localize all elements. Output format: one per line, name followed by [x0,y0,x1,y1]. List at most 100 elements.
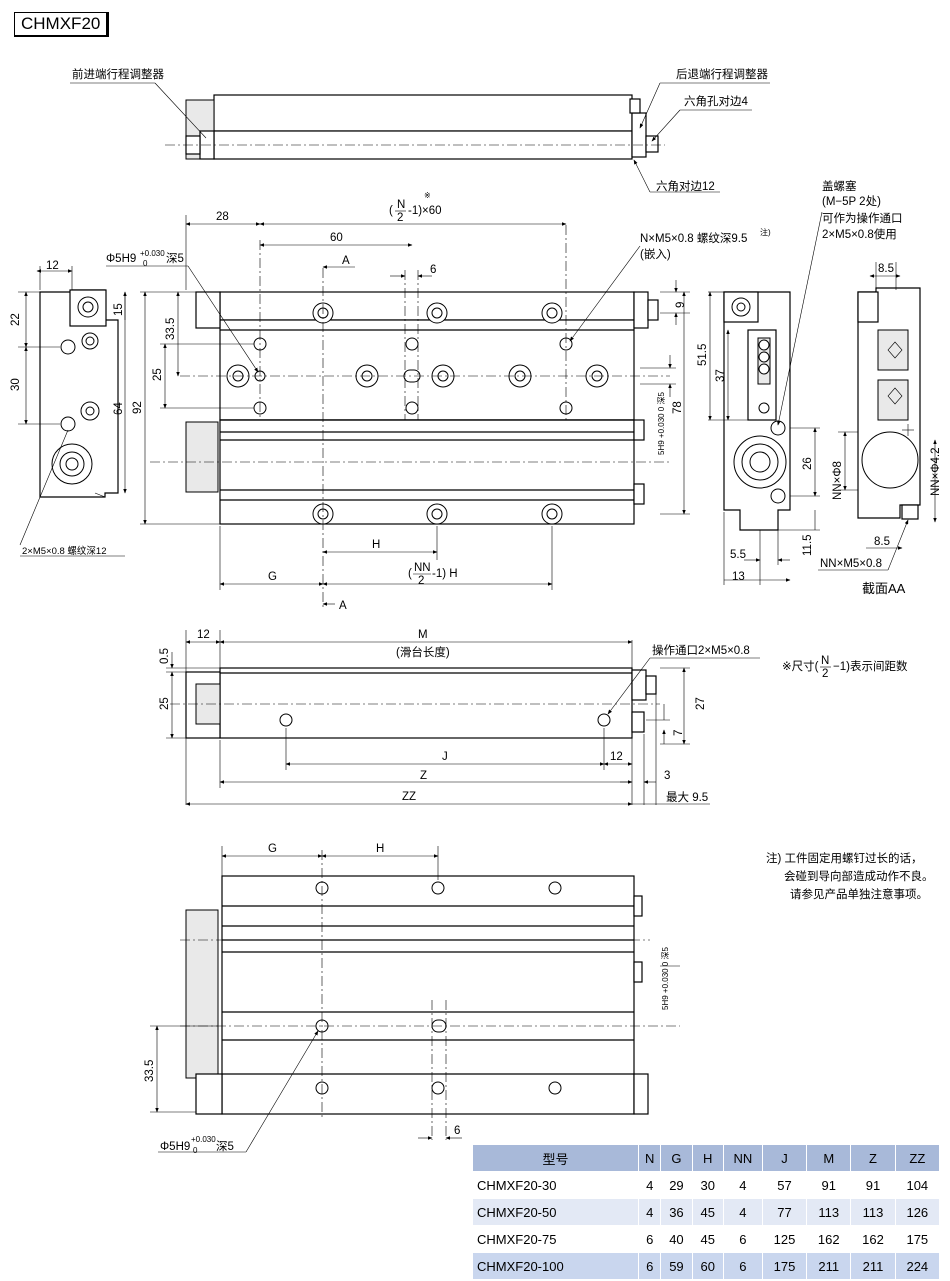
section-aa-label: 截面AA [862,581,906,596]
cell: 6 [638,1252,662,1280]
dim-8-5-bottom: 8.5 [874,536,890,548]
cell: 57 [761,1171,808,1199]
side-dim-12: 12 [197,629,210,641]
dim-9: 9 [675,302,687,308]
cell: 77 [761,1198,808,1226]
port-note: 操作通口2×M5×0.8 [652,643,750,657]
dim-25: 25 [152,368,164,381]
cell: 6 [638,1225,662,1253]
col-H: H [691,1144,724,1172]
nn-close: -1) H [432,568,458,580]
cell: 6 [722,1252,763,1280]
thread-note-a: N×M5×0.8 螺纹深9.5 [640,231,747,245]
cell: 4 [722,1198,763,1226]
lower-vert-hole: 5H9 +0.030 0 深5 [661,947,670,1010]
col-J: J [761,1144,808,1172]
cell: 30 [691,1171,724,1199]
dim-37: 37 [715,369,727,382]
lower-dim-6: 6 [454,1125,460,1137]
hex-nut-label: 六角对边12 [656,179,715,193]
n-pitch-den: 2 [397,212,403,224]
nn-m5-note: NN×M5×0.8 [820,558,882,570]
nn-phi-4-2: NN×Φ4.2 [930,448,942,497]
side-dim-25: 25 [159,697,171,710]
dim-22: 22 [10,313,22,326]
right-end-view: 51.5 37 26 11.5 5.5 13 盖螺塞 (M−5P 2处) 可作为… [697,179,903,585]
cell: 4 [638,1171,662,1199]
drawing-title: CHMXF20 [14,12,110,37]
top-view: 前进端行程调整器 后退端行程调整器 六角孔对边4 六角对边12 [70,67,770,193]
thread-note-sup: 注) [760,227,771,237]
dim-26: 26 [802,457,814,470]
cell: 91 [806,1171,852,1199]
dim-0-5: 0.5 [159,648,171,664]
hole-note-a: Φ5H9 [106,253,136,265]
col-model: 型号 [471,1144,640,1172]
lower-dim-33-5: 33.5 [144,1060,156,1082]
note-mark: ※ [424,191,431,200]
dim-12-left: 12 [46,260,59,272]
side-thread-note: 2×M5×0.8 螺纹深12 [22,545,107,557]
dim-J: J [442,751,448,763]
dim-8-5-top: 8.5 [878,263,894,275]
cell: 175 [894,1225,941,1253]
dim-30: 30 [10,378,22,391]
n-pitch-close: -1)×60 [408,205,442,217]
cell: 4 [722,1171,763,1199]
dim-27: 27 [695,697,707,710]
cell: 45 [691,1225,724,1253]
dim-92: 92 [132,401,144,414]
cell: 224 [894,1252,941,1280]
footnote-a: ※尺寸( [782,659,819,673]
cell: CHMXF20-50 [471,1198,640,1226]
col-Z: Z [850,1144,896,1172]
nn-open: ( [408,568,412,580]
lower-dim-G: G [268,843,277,855]
cell: 60 [691,1252,724,1280]
table-row: CHMXF20-50 4 36 45 4 77 113 113 126 [471,1198,941,1226]
n-pitch-num: N [397,199,405,211]
thread-note-b: (嵌入) [640,248,671,261]
n-pitch-open: ( [389,205,393,217]
cell: CHMXF20-75 [471,1225,640,1253]
cell: 175 [761,1252,808,1280]
dim-H-main: H [372,539,380,551]
cell: 29 [660,1171,693,1199]
nn-num: NN [414,562,431,574]
plug-note-3: 可作为操作通口 [822,211,903,225]
dim-7: 7 [673,730,685,736]
left-end-view: 12 22 30 64 15 2×M5×0.8 螺纹深12 [10,260,127,557]
dim-3: 3 [664,770,670,782]
cell: 59 [660,1252,693,1280]
hole-note-b: 深5 [166,251,184,265]
cell: 6 [722,1225,763,1253]
cell: CHMXF20-30 [471,1171,640,1199]
dim-5-5: 5.5 [730,549,746,561]
dim-Z: Z [420,770,427,782]
col-G: G [660,1144,693,1172]
nn-phi-8: NN×Φ8 [832,461,844,500]
section-a-bottom: A [339,600,347,612]
cell: 125 [761,1225,808,1253]
cell: 211 [850,1252,896,1280]
hole-note-tol-up: +0.030 [140,249,165,258]
dim-28: 28 [216,211,229,223]
vert-hole-note: 5H9 +0.030 0 深5 [657,392,666,455]
cell: 113 [850,1198,896,1226]
hole-note-tol-dn: 0 [143,259,148,268]
dim-13: 13 [732,571,745,583]
side-view: 12 M (滑台长度) 0.5 25 操作通口2×M5×0.8 27 7 J 1… [159,629,908,806]
dim-78: 78 [672,401,684,414]
col-NN: NN [722,1144,763,1172]
table-row: CHMXF20-75 6 40 45 6 125 162 162 175 [471,1225,941,1253]
cell: CHMXF20-100 [471,1252,640,1280]
col-ZZ: ZZ [894,1144,941,1172]
cell: 91 [850,1171,896,1199]
col-N: N [638,1144,662,1172]
table-row: CHMXF20-30 4 29 30 4 57 91 91 104 [471,1171,941,1199]
plug-note-1: 盖螺塞 [822,179,857,193]
lower-hole-a: Φ5H9 [160,1141,190,1153]
caution-note: 注) 工件固定用螺钉过长的话， 会碰到导向部造成动作不良。 请参见产品单独注意事… [766,851,934,901]
cell: 162 [806,1225,852,1253]
